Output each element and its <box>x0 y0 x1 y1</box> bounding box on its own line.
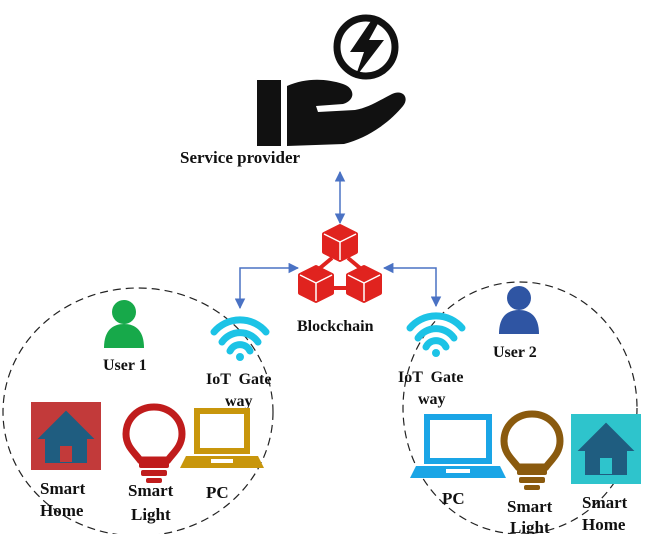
left-user-icon <box>104 300 144 348</box>
left-group-boundary <box>2 287 274 534</box>
left-smart-light-line2: Light <box>131 505 171 524</box>
right-user-label: User 2 <box>493 344 537 361</box>
right-smart-light-line1: Smart <box>507 497 553 516</box>
left-gateway-label-line2: way <box>225 393 253 410</box>
right-lightbulb-icon <box>500 410 564 490</box>
left-wifi-icon <box>210 316 270 361</box>
left-smart-home-line2: Home <box>40 501 84 520</box>
left-smart-light-line1: Smart <box>128 481 174 500</box>
arrow-blockchain-left-gateway <box>234 262 300 310</box>
arrow-blockchain-right-gateway <box>382 262 442 308</box>
left-lightbulb-icon <box>122 403 186 483</box>
right-group-boundary <box>402 281 638 534</box>
service-provider-label: Service provider <box>180 148 301 167</box>
right-gateway-label-line1: IoT Gate <box>398 369 463 386</box>
left-laptop-icon <box>180 408 264 468</box>
right-smart-light-line2: Light <box>510 518 550 534</box>
left-house-icon <box>31 402 101 470</box>
right-wifi-icon <box>406 312 466 357</box>
right-house-icon <box>571 414 641 484</box>
left-smart-home-line1: Smart <box>40 479 86 498</box>
left-gateway-label-line1: IoT Gate <box>206 371 271 388</box>
left-pc-label: PC <box>206 483 229 502</box>
connectors <box>234 170 442 310</box>
right-user-icon <box>499 286 539 334</box>
left-user-label: User 1 <box>103 357 147 374</box>
right-pc-label: PC <box>442 489 465 508</box>
blockchain-cubes-icon <box>298 224 382 303</box>
blockchain-label: Blockchain <box>297 318 374 335</box>
right-laptop-icon <box>410 414 506 478</box>
right-smart-home-line2: Home <box>582 515 626 534</box>
hand-energy-icon <box>257 14 406 146</box>
right-smart-home-line1: Smart <box>582 493 628 512</box>
right-gateway-label-line2: way <box>418 391 446 408</box>
